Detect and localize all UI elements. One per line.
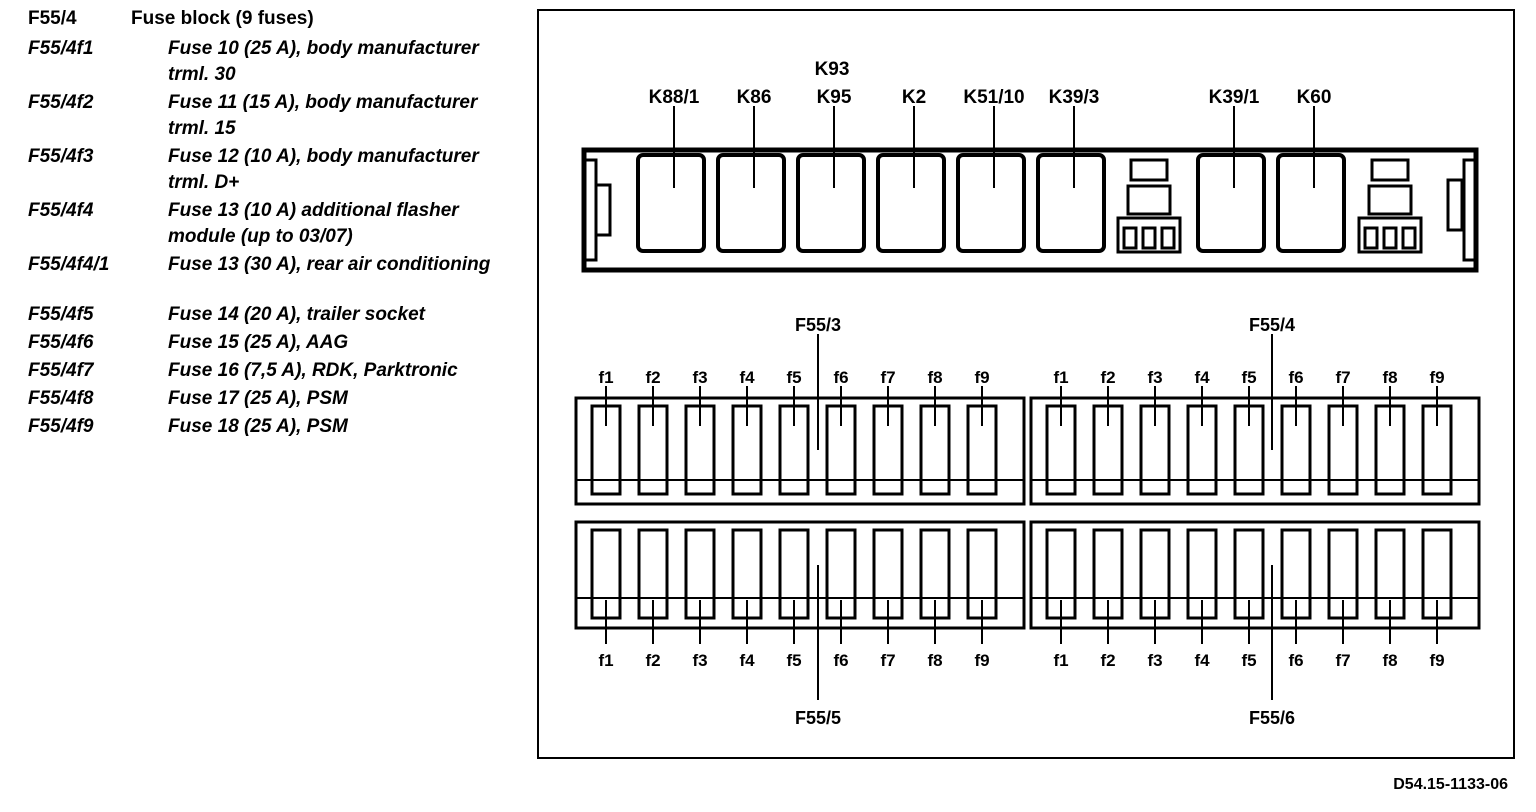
relay-k39-1 [1196,153,1266,253]
relay-board-right-slot [1446,178,1464,232]
connector-module-2 [1357,158,1423,254]
relay-label-k86: K86 [737,87,772,108]
legend-entry-text: Fuse 17 (25 A), PSM [168,388,348,409]
legend-entry-text: Fuse 12 (10 A), body manufacturer trml. … [168,146,479,193]
legend-entry-text: Fuse 11 (15 A), body manufacturer trml. … [168,92,478,139]
fuse-label-f5: f5 [786,651,801,670]
fuse-label-f6: f6 [1288,368,1303,387]
fuse-block-f55-3 [574,396,1026,506]
fuse-block-f55-6 [1029,520,1481,630]
legend-entry-code: F55/4f8 [28,388,94,409]
legend-entry-code: F55/4f7 [28,360,94,381]
fuse-label-f5: f5 [786,368,801,387]
legend-entry-code: F55/4f9 [28,416,94,437]
legend-entry-text: Fuse 10 (25 A), body manufacturer trml. … [168,38,479,85]
document-id: D54.15-1133-06 [1393,776,1508,793]
fuse-label-f4: f4 [739,651,755,670]
relay-k51-10 [956,153,1026,253]
fuse-block-label-f55-4: F55/4 [1249,315,1295,335]
relay-layer: K88/1 K86 K95 K2 K51/10 K39/3 K39/1 K60 [636,87,1346,253]
fuse-block-label-f55-3: F55/3 [795,315,841,335]
relay-k86 [716,153,786,253]
fuse-label-f1: f1 [598,651,613,670]
legend-entry-text: Fuse 16 (7,5 A), RDK, Parktronic [168,360,458,381]
relay-label-k88-1: K88/1 [649,87,700,108]
fuse-label-f4: f4 [1194,651,1210,670]
relay-label-k51-10: K51/10 [963,87,1024,108]
relay-board-right-tab [1462,158,1476,262]
legend-entry-code: F55/4f5 [28,304,94,325]
legend-entry-code: F55/4f1 [28,38,94,59]
legend-entry-text: Fuse 15 (25 A), AAG [168,332,349,353]
legend-entry-code: F55/4f6 [28,332,94,353]
fuse-label-f5: f5 [1241,368,1256,387]
relay-k60 [1276,153,1346,253]
fuse-label-f6: f6 [833,651,848,670]
fuse-label-f9: f9 [974,368,989,387]
fuse-label-f2: f2 [645,368,660,387]
relay-board [581,147,1479,273]
diagram-frame [537,9,1515,759]
fuse-label-f6: f6 [1288,651,1303,670]
relay-label-k2: K2 [902,87,926,108]
fuse-label-f1: f1 [598,368,613,387]
fuse-label-f4: f4 [1194,368,1210,387]
fuse-label-f2: f2 [645,651,660,670]
fuse-label-f9: f9 [974,651,989,670]
fuse-label-f8: f8 [1382,368,1397,387]
relay-label-k95: K95 [817,87,852,108]
fuse-block-f55-4 [1029,396,1481,506]
fuse-label-f7: f7 [880,651,895,670]
legend-title-text: Fuse block (9 fuses) [131,8,314,29]
relay-label-k93: K93 [815,59,850,80]
fuse-layer: f1 f2 f3 f4 f5 f6 f7 f8 f9 f1 f2 f3 f4 f5 f6 f7 f8 f9 f1 f2… [590,368,1453,670]
fuse-label-f9: f9 [1429,651,1444,670]
relay-label-k39-3: K39/3 [1049,87,1100,108]
legend-entry-code: F55/4f4 [28,200,94,221]
relay-k39-3 [1036,153,1106,253]
fuse-block-f55-5 [574,520,1026,630]
fuse-block-label-f55-6: F55/6 [1249,708,1295,728]
fuse-label-f7: f7 [880,368,895,387]
relay-board-left-slot [594,183,612,237]
legend-entry-text: Fuse 18 (25 A), PSM [168,416,348,437]
fuse-label-f2: f2 [1100,651,1115,670]
fuse-label-f3: f3 [692,368,707,387]
legend-title-code: F55/4 [28,8,77,29]
fuse-block-label-f55-5: F55/5 [795,708,841,728]
fuse-label-f3: f3 [1147,651,1162,670]
fuse-label-f1: f1 [1053,368,1068,387]
legend-entry-code: F55/4f4/1 [28,254,110,275]
legend-entry-text: Fuse 14 (20 A), trailer socket [168,304,425,325]
fuse-label-f3: f3 [1147,368,1162,387]
legend-entry-code: F55/4f2 [28,92,94,113]
fuse-label-f4: f4 [739,368,755,387]
fuse-label-f9: f9 [1429,368,1444,387]
legend-entry-text: Fuse 13 (30 A), rear air conditioning [168,254,491,275]
connector-module-1 [1116,158,1182,254]
relay-label-k39-1: K39/1 [1209,87,1260,108]
relay-k88-1 [636,153,706,253]
fuse-label-f7: f7 [1335,651,1350,670]
fuse-label-f8: f8 [1382,651,1397,670]
fuse-label-f8: f8 [927,368,942,387]
legend-entry-text: Fuse 13 (10 A) additional flasher module… [168,200,459,247]
fuse-label-f5: f5 [1241,651,1256,670]
relay-label-k60: K60 [1297,87,1332,108]
relay-k95 [796,153,866,253]
legend-entry-code: F55/4f3 [28,146,94,167]
fuse-label-f2: f2 [1100,368,1115,387]
fuse-label-f7: f7 [1335,368,1350,387]
fuse-label-f3: f3 [692,651,707,670]
fuse-label-f1: f1 [1053,651,1068,670]
relay-k2 [876,153,946,253]
fuse-label-f6: f6 [833,368,848,387]
fuse-label-f8: f8 [927,651,942,670]
